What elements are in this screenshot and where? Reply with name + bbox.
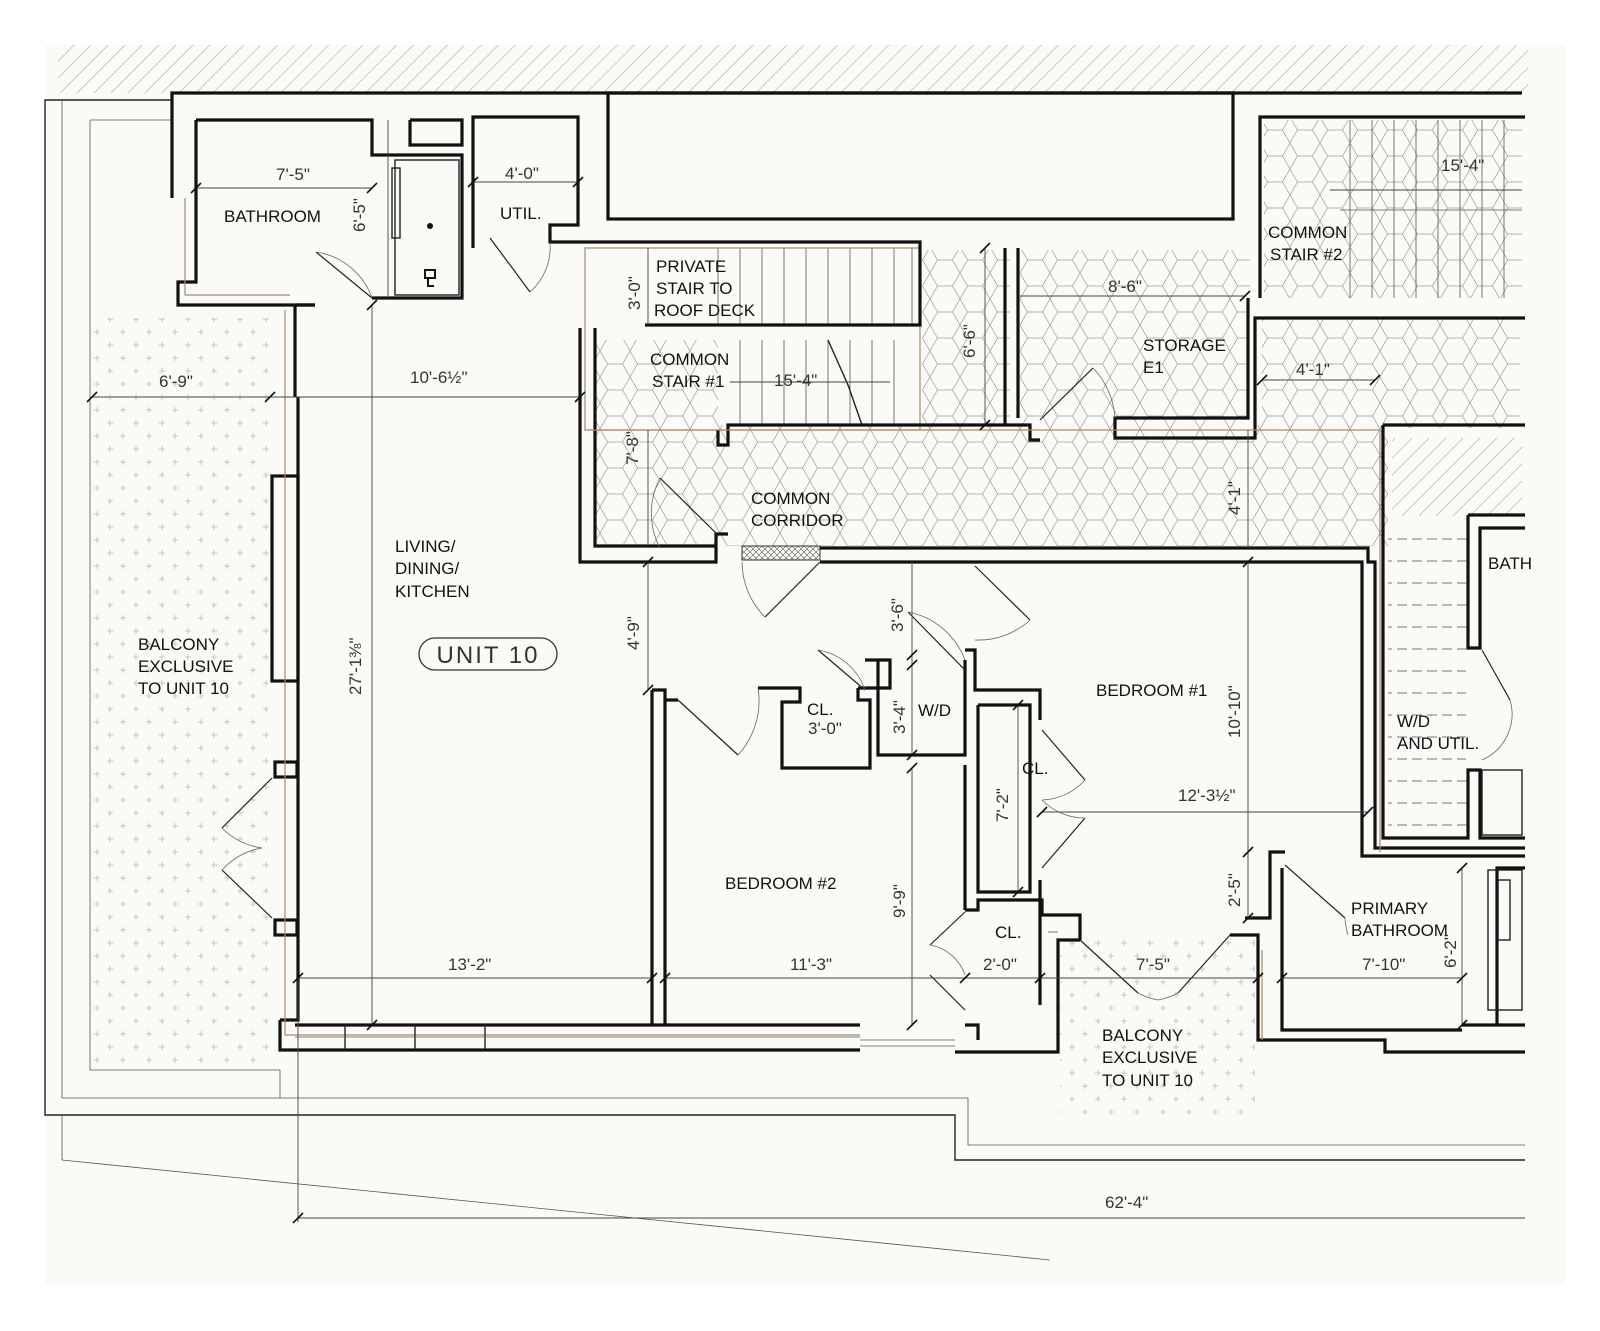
dim-storage-6-6: 6'-6"	[960, 324, 979, 358]
shaft-hatch	[1392, 438, 1522, 516]
roof-hatch	[58, 45, 1528, 93]
label-balcony-south-1: BALCONY	[1102, 1026, 1183, 1045]
dim-util-width: 4'-0"	[505, 164, 539, 183]
dim-bed2-9-9: 9'-9"	[890, 884, 909, 918]
label-balcony-west-2: EXCLUSIVE	[138, 657, 233, 676]
dim-balc-7-5: 7'-5"	[1136, 955, 1170, 974]
dim-storage-8-6: 8'-6"	[1108, 277, 1142, 296]
dim-bed1-12-3: 12'-3½"	[1178, 786, 1235, 805]
stair1-landing-tile	[596, 340, 718, 546]
label-common-stair1-1: COMMON	[650, 350, 729, 369]
label-util: UTIL.	[500, 204, 542, 223]
storage-tile	[1020, 250, 1250, 425]
label-bedroom-1: BEDROOM #1	[1096, 681, 1207, 700]
label-private-stair-1: PRIVATE	[656, 257, 726, 276]
dim-living-27: 27'-1⅜"	[346, 638, 365, 695]
label-balcony-west-3: TO UNIT 10	[138, 679, 229, 698]
dimension-ticks	[86, 176, 1468, 1224]
dim-corridor-4-1-h: 4'-1"	[1296, 360, 1330, 379]
shower-fixture	[391, 159, 460, 296]
dim-pb-6-2: 6'-2"	[1441, 934, 1460, 968]
room-labels: BATHROOM UTIL. PRIVATE STAIR TO ROOF DEC…	[138, 204, 1532, 1090]
label-primary-bath-1: PRIMARY	[1351, 899, 1428, 918]
label-closet-b: CL.	[1022, 759, 1048, 778]
wd-util-shelving	[1388, 518, 1466, 838]
bath-fixtures-east	[1481, 769, 1523, 1011]
dim-bath-width: 7'-5"	[276, 165, 310, 184]
label-living-2: DINING/	[395, 559, 460, 578]
dim-pb-7-10: 7'-10"	[1362, 955, 1405, 974]
dim-bed1-10-10: 10'-10"	[1225, 685, 1244, 738]
dim-stair1-len: 15'-4"	[774, 371, 817, 390]
label-corridor-1: COMMON	[751, 489, 830, 508]
label-primary-bath-2: BATHROOM	[1351, 921, 1448, 940]
unit-tag: UNIT 10	[418, 637, 558, 671]
label-living-1: LIVING/	[395, 537, 456, 556]
label-corridor-2: CORRIDOR	[751, 511, 844, 530]
dim-overall: 62'-4"	[1105, 1193, 1148, 1212]
label-bedroom-2: BEDROOM #2	[725, 874, 836, 893]
label-closet-a: CL.	[807, 700, 833, 719]
dim-corridor-4-1-v: 4'-1"	[1225, 481, 1244, 515]
label-balcony-south-2: EXCLUSIVE	[1102, 1048, 1197, 1067]
dim-stair2-len: 15'-4"	[1441, 156, 1484, 175]
label-closet-c: CL.	[995, 923, 1021, 942]
dimension-lines	[92, 120, 1525, 1222]
stair2-tile	[1264, 120, 1522, 298]
dim-stair-3-0: 3'-0"	[625, 276, 644, 310]
windows	[295, 1025, 955, 1050]
entry-door-mat	[741, 545, 821, 561]
dim-cl-3-0: 3'-0"	[808, 719, 842, 738]
dim-cl-2-0: 2'-0"	[983, 955, 1017, 974]
label-balcony-west-1: BALCONY	[138, 635, 219, 654]
storage-hall-tile	[922, 250, 1010, 425]
dim-living-13-2: 13'-2"	[448, 955, 491, 974]
dim-bed2-11-3: 11'-3"	[790, 955, 832, 974]
dimension-labels: 7'-5" 6'-5" 4'-0" 3'-0" 15'-4" 8'-6" 6'-…	[159, 156, 1484, 1212]
dim-hall-3-6: 3'-6"	[888, 598, 907, 632]
label-private-stair-2: STAIR TO	[656, 279, 733, 298]
corridor-tile	[718, 425, 1388, 546]
dim-balcony-6-9: 6'-9"	[159, 372, 193, 391]
label-living-3: KITCHEN	[395, 582, 470, 601]
corridor-east-tile	[1262, 318, 1520, 428]
label-bathroom: BATHROOM	[224, 207, 321, 226]
label-storage-2: E1	[1143, 358, 1164, 377]
label-private-stair-3: ROOF DECK	[654, 301, 756, 320]
walls	[170, 91, 1525, 1054]
dim-cl-7-2: 7'-2"	[993, 788, 1012, 822]
label-common-stair2-2: STAIR #2	[1270, 245, 1342, 264]
label-balcony-south-3: TO UNIT 10	[1102, 1071, 1193, 1090]
label-wd: W/D	[918, 701, 951, 720]
label-wd-util-2: AND UTIL.	[1397, 734, 1479, 753]
dim-living-10-6: 10'-6½"	[410, 368, 467, 387]
doors	[221, 237, 1513, 1011]
slab-outline	[44, 99, 1525, 1261]
balcony-west-paving	[92, 318, 270, 1070]
inner-lining	[184, 198, 1381, 1040]
dim-pb-2-5: 2'-5"	[1225, 873, 1244, 907]
label-storage-1: STORAGE	[1143, 336, 1226, 355]
dim-bath-depth: 6'-5"	[350, 198, 369, 232]
stair-treads	[584, 120, 1522, 431]
unit-tag-text: UNIT 10	[437, 642, 540, 669]
dim-corridor-7-8: 7'-8"	[623, 431, 642, 465]
label-common-stair2-1: COMMON	[1268, 223, 1347, 242]
label-wd-util-1: W/D	[1397, 712, 1430, 731]
dim-door-4-9: 4'-9"	[624, 616, 643, 650]
dim-wd-3-4: 3'-4"	[890, 700, 909, 734]
balcony-south-paving	[1060, 938, 1255, 1120]
label-bath-partial: BATH	[1488, 554, 1532, 573]
label-common-stair1-2: STAIR #1	[652, 372, 724, 391]
